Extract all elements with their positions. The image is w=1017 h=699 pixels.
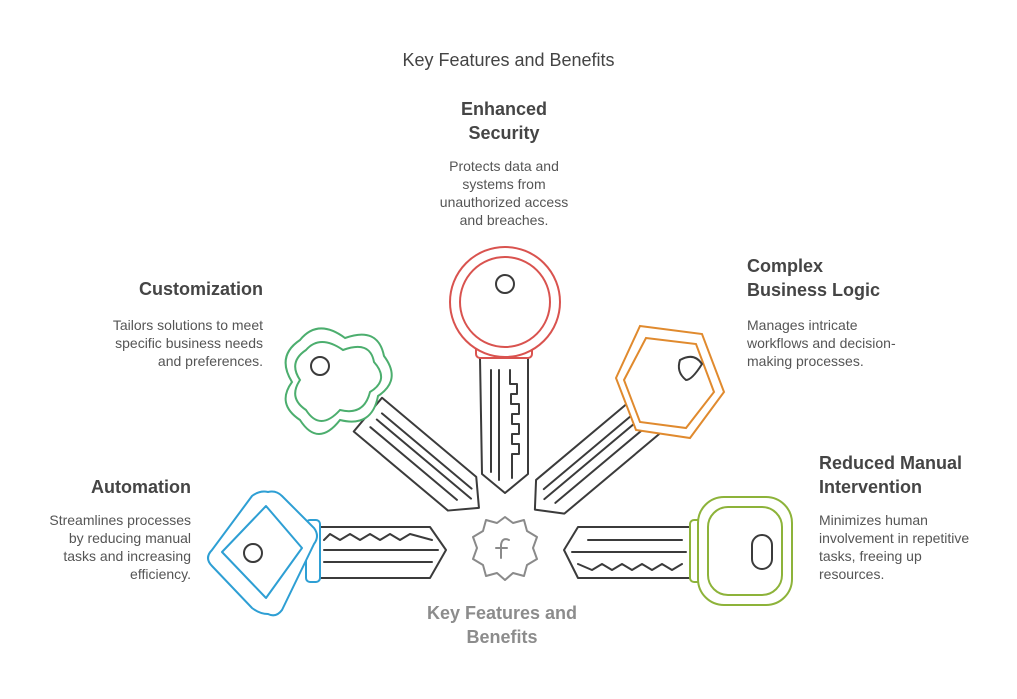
gear-icon <box>472 516 538 581</box>
complex-logic-description: Manages intricate workflows and decision… <box>747 317 896 369</box>
customization-title: Customization <box>139 279 263 299</box>
diagram-title: Key Features and Benefits <box>402 50 615 70</box>
customization-description: Tailors solutions to meet specific busin… <box>112 317 263 369</box>
security-title: Enhanced Security <box>460 99 548 143</box>
automation-key-icon <box>207 490 447 617</box>
automation-title: Automation <box>91 477 191 497</box>
reduced-intervention-description: Minimizes human involvement in repetitiv… <box>819 512 970 582</box>
customization-key-icon <box>284 327 480 512</box>
complex-logic-key-icon <box>533 324 726 515</box>
complex-logic-title: Complex Business Logic <box>747 256 881 300</box>
center-label: Key Features and Benefits <box>426 603 578 647</box>
reduced-intervention-title: Reduced Manual Intervention <box>819 453 963 497</box>
automation-description: Streamlines processes by reducing manual… <box>49 512 191 582</box>
security-description: Protects data and systems from unauthori… <box>439 158 569 228</box>
reduced-intervention-key-icon <box>563 496 793 606</box>
security-key-icon <box>449 246 561 494</box>
